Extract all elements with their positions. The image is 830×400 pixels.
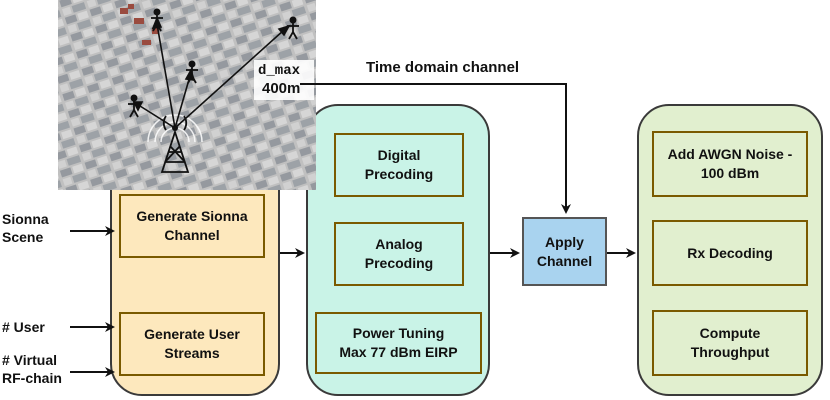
distance-label: 400m bbox=[262, 80, 301, 97]
add-awgn-noise-box: Add AWGN Noise - 100 dBm bbox=[652, 131, 808, 197]
num-virtual-rf-chain-input-label: # Virtual RF-chain bbox=[2, 352, 62, 386]
generate-user-streams-box: Generate User Streams bbox=[119, 312, 265, 376]
user-icon bbox=[151, 8, 163, 32]
arrow-time-domain-channel bbox=[300, 83, 571, 214]
compute-throughput-box: Compute Throughput bbox=[652, 310, 808, 376]
power-tuning-box: Power Tuning Max 77 dBm EIRP bbox=[315, 312, 482, 374]
dmax-label: d_max bbox=[258, 63, 301, 79]
sionna-scene-image bbox=[58, 0, 316, 190]
num-user-input-label: # User bbox=[2, 319, 45, 335]
generate-sionna-channel-box: Generate Sionna Channel bbox=[119, 194, 265, 258]
analog-precoding-box: Analog Precoding bbox=[334, 222, 464, 286]
sionna-scene-input-label: Sionna Scene bbox=[2, 211, 49, 245]
user-icon bbox=[128, 94, 140, 118]
digital-precoding-box: Digital Precoding bbox=[334, 133, 464, 197]
time-domain-channel-label: Time domain channel bbox=[366, 59, 520, 76]
user-icon bbox=[186, 60, 198, 84]
base-station-tower-icon bbox=[160, 115, 190, 173]
user-icon bbox=[287, 16, 299, 40]
apply-channel-box: Apply Channel bbox=[522, 217, 607, 286]
rx-decoding-box: Rx Decoding bbox=[652, 220, 808, 286]
